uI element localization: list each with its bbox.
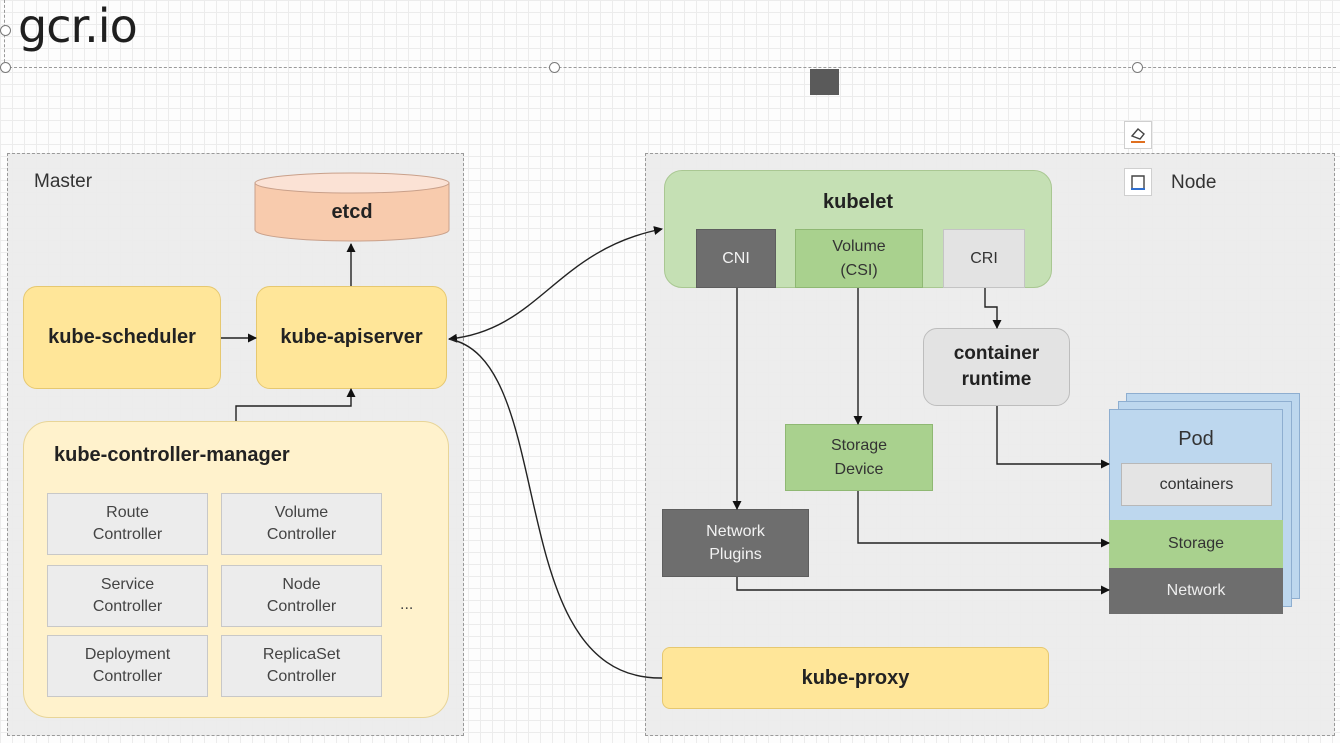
replicaset-controller[interactable]: ReplicaSet Controller xyxy=(221,635,382,697)
kube-controller-manager-label: kube-controller-manager xyxy=(54,444,290,466)
slide-title[interactable]: gcr.io xyxy=(18,0,138,53)
cni-box[interactable]: CNI xyxy=(696,229,776,288)
pod-network-band[interactable]: Network xyxy=(1109,568,1283,614)
node-label: Node xyxy=(1171,172,1217,193)
shape-placeholder[interactable] xyxy=(810,69,839,95)
kubelet-label: kubelet xyxy=(822,191,894,213)
cri-box[interactable]: CRI xyxy=(943,229,1025,288)
network-plugins-box[interactable]: Network Plugins xyxy=(662,509,809,577)
storage-device-box[interactable]: Storage Device xyxy=(785,424,933,491)
etcd-label[interactable]: etcd xyxy=(331,200,373,223)
pod-label: Pod xyxy=(1178,428,1214,450)
kube-proxy-box[interactable]: kube-proxy xyxy=(662,647,1049,709)
layout-options-icon[interactable] xyxy=(1124,168,1152,196)
deployment-controller[interactable]: Deployment Controller xyxy=(47,635,208,697)
etcd-cylinder xyxy=(254,172,450,242)
kube-apiserver-box[interactable]: kube-apiserver xyxy=(256,286,447,389)
route-controller[interactable]: Route Controller xyxy=(47,493,208,555)
node-controller[interactable]: Node Controller xyxy=(221,565,382,627)
resize-handle[interactable] xyxy=(0,25,11,36)
container-runtime-box[interactable]: container runtime xyxy=(923,328,1070,406)
resize-handle[interactable] xyxy=(549,62,560,73)
master-label: Master xyxy=(34,171,93,192)
volume-controller[interactable]: Volume Controller xyxy=(221,493,382,555)
selection-frame-bottom xyxy=(4,67,1336,68)
resize-handle[interactable] xyxy=(1132,62,1143,73)
pod-box[interactable]: Pod containers Storage Network xyxy=(1109,409,1283,614)
containers-box[interactable]: containers xyxy=(1121,463,1272,506)
pod-storage-band[interactable]: Storage xyxy=(1109,520,1283,568)
resize-handle[interactable] xyxy=(0,62,11,73)
volume-csi-box[interactable]: Volume (CSI) xyxy=(795,229,923,288)
service-controller[interactable]: Service Controller xyxy=(47,565,208,627)
more-controllers-ellipsis: ... xyxy=(400,596,414,613)
kube-scheduler-box[interactable]: kube-scheduler xyxy=(23,286,221,389)
format-shape-icon[interactable] xyxy=(1124,121,1152,149)
